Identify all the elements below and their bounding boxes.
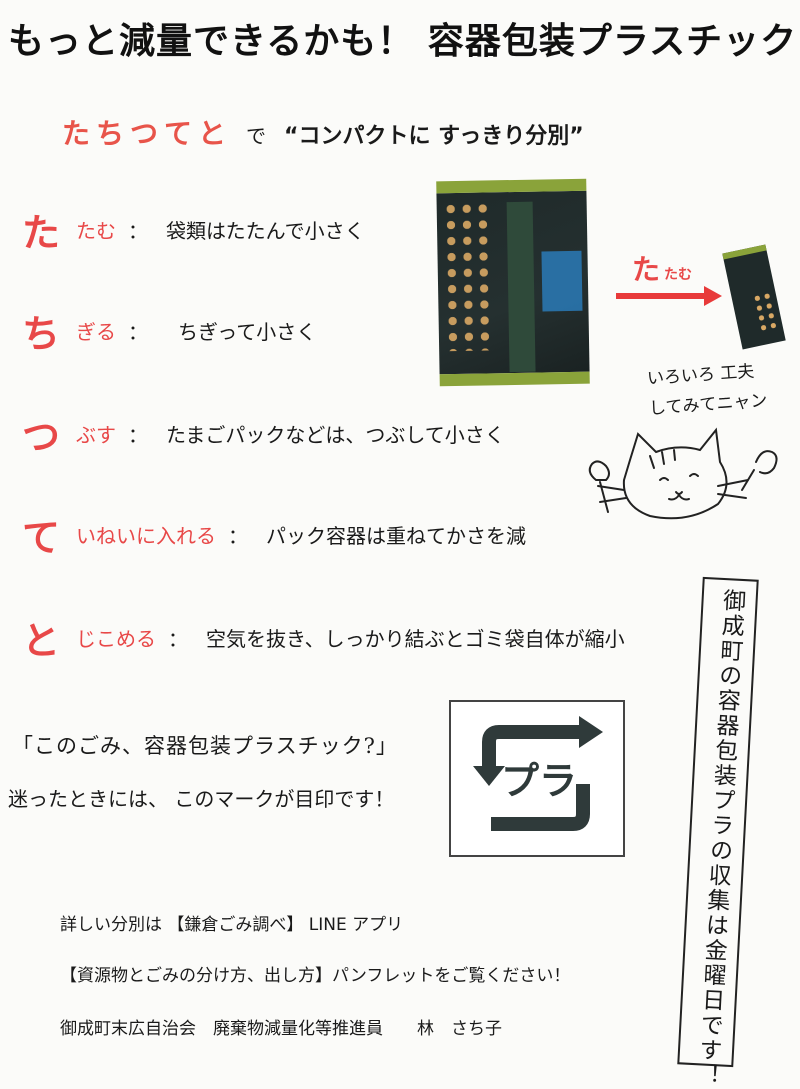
row-letter: た <box>22 211 61 255</box>
row-keyword: たむ <box>76 219 116 243</box>
footer-line-3: 御成町末広自治会 廃棄物減量化等推進員 林 さち子 <box>60 1019 502 1039</box>
footer-line-1: 詳しい分別は 【鎌倉ごみ調べ】 LINE アプリ <box>60 915 404 935</box>
row-description: 空気を抜き、しっかり結ぶとゴミ袋自体が縮小 <box>206 627 625 651</box>
row-colon: ： <box>128 320 148 344</box>
guide-text: 迷ったときには、 このマークが目印です！ <box>8 787 395 811</box>
row-description: たまごパックなどは、つぶして小さく <box>166 423 505 447</box>
row-letter: と <box>22 619 61 663</box>
row-letter: つ <box>22 415 61 459</box>
subtitle: たちつてとで “コンパクトに すっきり分別” <box>62 112 584 152</box>
row-keyword: ぶす <box>76 423 116 447</box>
row-tsu: つ ぶす ： たまごパックなどは、つぶして小さく <box>22 406 505 461</box>
arrowhead-icon <box>704 286 722 306</box>
row-description: 袋類はたたんで小さく <box>166 219 365 243</box>
page-title: もっと減量できるかも！ 容器包装プラスチック <box>8 21 798 62</box>
row-letter: ち <box>22 312 61 356</box>
pla-mark-label: プラ <box>501 759 577 803</box>
row-colon: ： <box>128 219 148 243</box>
row-colon: ： <box>168 627 188 651</box>
subtitle-key: たちつてと <box>62 117 233 150</box>
arrow-right-icon <box>616 293 708 299</box>
handwritten-question: 「このごみ、容器包装プラスチック?」 <box>12 734 398 758</box>
row-keyword: いねいに入れる <box>76 524 216 548</box>
row-description: パック容器は重ねてかさを減 <box>266 524 526 548</box>
fold-label-small: たむ <box>664 267 693 283</box>
row-chi: ち ぎる ： ちぎって小さく <box>22 303 316 358</box>
folded-bag-image <box>722 244 786 350</box>
row-colon: ： <box>228 524 248 548</box>
subtitle-phrase: “コンパクトに すっきり分別” <box>284 124 584 149</box>
footer-line-2: 【資源物とごみの分け方、出し方】パンフレットをご覧ください！ <box>60 966 571 986</box>
fold-label-big: た <box>632 253 661 286</box>
collection-day-box: 御成町の容器包装プラの収集は金曜日です！ <box>677 576 759 1088</box>
row-letter: て <box>22 516 61 560</box>
cat-drawing-icon <box>588 427 778 520</box>
row-description: ちぎって小さく <box>178 320 317 344</box>
fold-label: たたむ <box>632 248 692 288</box>
row-colon: ： <box>128 423 148 447</box>
row-te: て いねいに入れる ： パック容器は重ねてかさを減 <box>22 507 526 562</box>
cat-note: いろいろ 工夫 してみてニャン <box>646 356 768 424</box>
row-to: と じこめる ： 空気を抜き、しっかり結ぶとゴミ袋自体が縮小 <box>22 610 625 665</box>
row-ta: た たむ ： 袋類はたたんで小さく <box>22 202 365 257</box>
subtitle-connector: で <box>246 124 267 148</box>
pla-recycle-icon: プラ <box>473 716 603 831</box>
snack-bag-image <box>436 178 590 387</box>
collection-day-text: 御成町の容器包装プラの収集は金曜日です！ <box>693 587 746 1089</box>
pla-mark: プラ <box>449 700 625 857</box>
row-keyword: じこめる <box>76 627 156 651</box>
row-keyword: ぎる <box>76 320 116 344</box>
